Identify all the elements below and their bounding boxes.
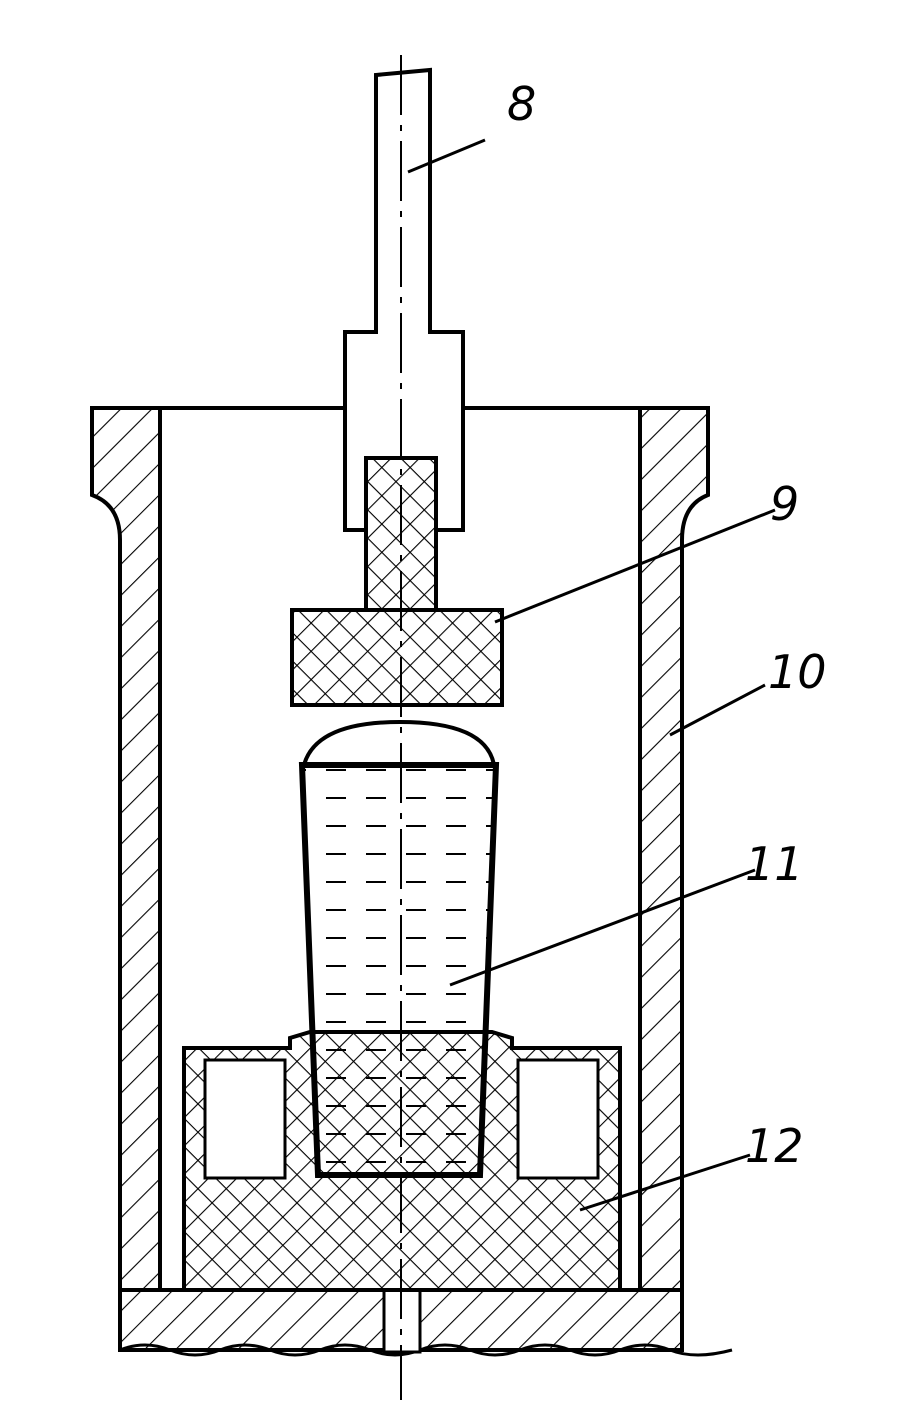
sample-dome: [301, 719, 497, 767]
leader-10: [669, 683, 766, 737]
leader-9: [494, 508, 776, 624]
label-11: 11: [745, 837, 804, 891]
holder-block-9: [290, 608, 504, 707]
label-9: 9: [770, 477, 799, 531]
base-left-recess: [203, 1058, 287, 1180]
label-12: 12: [745, 1119, 804, 1173]
label-10: 10: [768, 645, 827, 699]
label-8: 8: [507, 77, 536, 131]
container-right-wall: [638, 406, 710, 1292]
container-left-wall: [90, 406, 162, 1292]
base-right-recess: [516, 1058, 600, 1180]
leader-8: [407, 138, 486, 174]
outer-container-10: [90, 406, 733, 1357]
leader-12: [579, 1153, 751, 1212]
sample-11: [298, 719, 500, 1178]
sample-body: [298, 762, 500, 1178]
leader-11: [449, 868, 756, 987]
